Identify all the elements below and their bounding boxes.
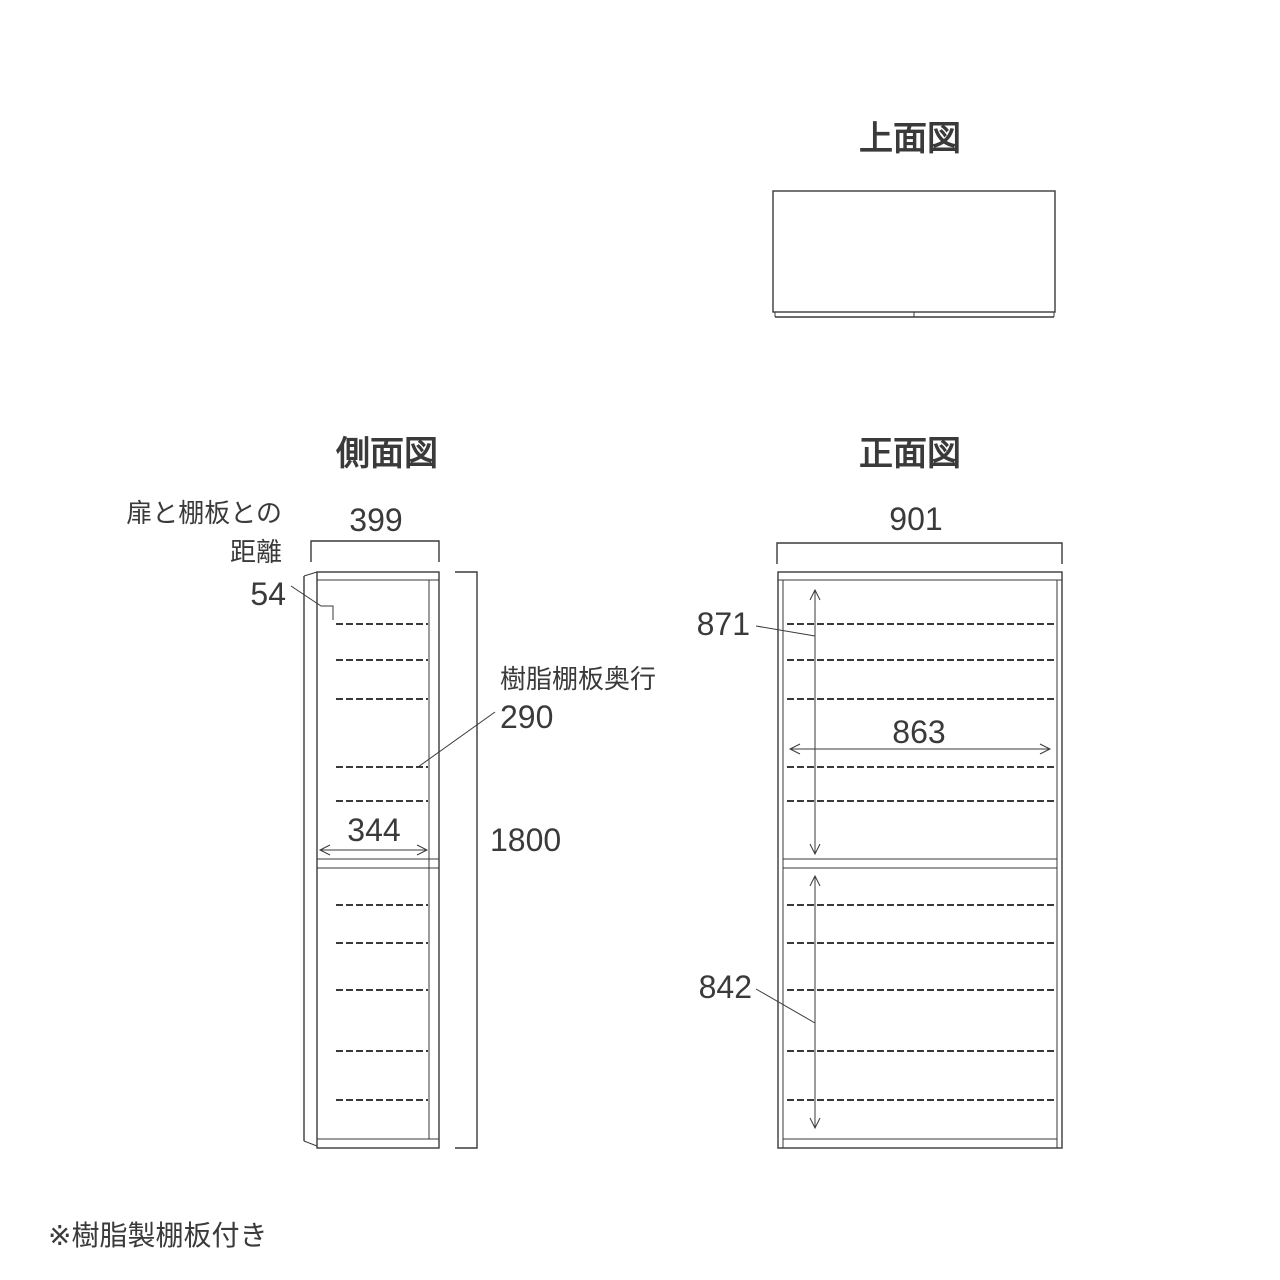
- front-view-title: 正面図: [859, 434, 961, 474]
- front-inner-width-value: 863: [892, 714, 945, 750]
- front-view-cabinet: [777, 571, 1063, 1149]
- front-width-value: 901: [889, 501, 942, 537]
- front-upper-height-value: 871: [697, 606, 750, 642]
- side-view-title: 側面図: [335, 434, 438, 474]
- side-height-dimension-line: [455, 571, 478, 1149]
- side-inner-depth-value: 344: [347, 812, 400, 848]
- front-inner-width-arrow: [788, 743, 1052, 755]
- door-shelf-distance-value: 54: [250, 576, 286, 612]
- front-lower-height-value: 842: [699, 969, 752, 1005]
- side-view-cabinet: [303, 571, 440, 1149]
- side-inner-depth-arrow: [318, 844, 429, 856]
- side-width-dimension-line: [310, 540, 440, 562]
- top-view-title: 上面図: [859, 119, 961, 159]
- shelf-depth-leader: [417, 711, 496, 768]
- footnote: ※樹脂製棚板付き: [48, 1219, 267, 1252]
- side-height-value: 1800: [490, 822, 561, 858]
- shelf-depth-label: 樹脂棚板奥行: [500, 665, 656, 695]
- front-lower-height-arrow: [755, 874, 821, 1130]
- door-shelf-distance-leader: [290, 585, 334, 620]
- door-shelf-distance-label-line2: 距離: [230, 538, 282, 568]
- front-upper-height-arrow: [755, 588, 821, 856]
- shelf-depth-value: 290: [500, 699, 553, 735]
- side-width-value: 399: [349, 502, 402, 538]
- top-view-outline: [772, 190, 1056, 318]
- front-width-dimension-line: [776, 542, 1063, 564]
- door-shelf-distance-label-line1: 扉と棚板との: [126, 499, 282, 529]
